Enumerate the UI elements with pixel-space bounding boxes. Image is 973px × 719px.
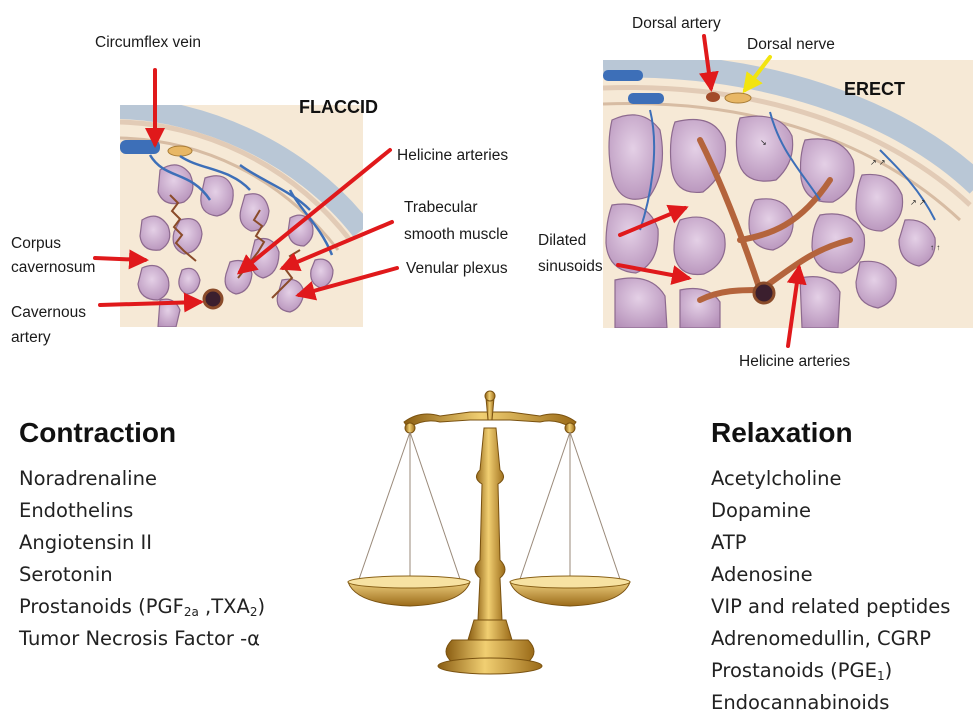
svg-text:↗ ↗: ↗ ↗	[910, 198, 926, 207]
state-label-flaccid: FLACCID	[299, 97, 378, 118]
contraction-item: Serotonin	[19, 559, 265, 591]
contraction-list: Noradrenaline Endothelins Angiotensin II…	[19, 463, 265, 655]
svg-text:↘: ↘	[760, 138, 767, 147]
label-circumflex-vein: Circumflex vein	[95, 33, 201, 52]
label-dorsal-artery: Dorsal artery	[632, 14, 721, 33]
relaxation-item: Adrenomedullin, CGRP	[711, 623, 950, 655]
label-cavernous-line1: Cavernous	[11, 303, 86, 322]
relaxation-item: Adenosine	[711, 559, 950, 591]
label-dorsal-nerve: Dorsal nerve	[747, 35, 835, 54]
label-dilated-line1: Dilated	[538, 231, 586, 250]
label-venular-plexus: Venular plexus	[406, 259, 508, 278]
prostanoids-middle: ,TXA	[199, 595, 250, 618]
prostanoids-pge-sub: 1	[877, 669, 885, 683]
contraction-item: Noradrenaline	[19, 463, 265, 495]
prostanoids-suffix: )	[257, 595, 265, 618]
relaxation-heading: Relaxation	[711, 417, 853, 449]
label-corpus-line2: cavernosum	[11, 258, 95, 277]
prostanoids-pge-prefix: Prostanoids (PGE	[711, 659, 877, 682]
label-trabecular-line2: smooth muscle	[404, 225, 508, 244]
relaxation-item: Dopamine	[711, 495, 950, 527]
prostanoids-prefix: Prostanoids (PGF	[19, 595, 184, 618]
flaccid-cross-section	[120, 105, 370, 330]
label-cavernous-line2: artery	[11, 328, 51, 347]
balance-scale-icon	[348, 391, 630, 674]
contraction-heading: Contraction	[19, 417, 176, 449]
contraction-item-prostanoids: Prostanoids (PGF2a ,TXA2)	[19, 591, 265, 623]
svg-text:↗ ↗: ↗ ↗	[870, 158, 886, 167]
contraction-item-tnf: Tumor Necrosis Factor -α	[19, 623, 265, 655]
relaxation-item-last: Endocannabinoids	[711, 687, 950, 719]
relaxation-item: Acetylcholine	[711, 463, 950, 495]
prostanoids-pge-suffix: )	[885, 659, 893, 682]
erect-cross-section: ↗ ↗ ↗ ↗ ↑ ↑ ↘	[603, 60, 973, 330]
relaxation-item-prostanoids: Prostanoids (PGE1)	[711, 655, 950, 687]
arrow-corpus-cavernosum	[95, 258, 145, 260]
label-helicine-arteries-flaccid: Helicine arteries	[397, 146, 508, 165]
svg-text:↑ ↑: ↑ ↑	[930, 243, 940, 252]
relaxation-item: VIP and related peptides	[711, 591, 950, 623]
contraction-item: Endothelins	[19, 495, 265, 527]
label-dilated-line2: sinusoids	[538, 257, 603, 276]
relaxation-list: Acetylcholine Dopamine ATP Adenosine VIP…	[711, 463, 950, 719]
label-trabecular-line1: Trabecular	[404, 198, 478, 217]
label-helicine-arteries-erect: Helicine arteries	[739, 352, 850, 371]
label-corpus-line1: Corpus	[11, 234, 61, 253]
state-label-erect: ERECT	[844, 79, 905, 100]
relaxation-item: ATP	[711, 527, 950, 559]
contraction-item: Angiotensin II	[19, 527, 265, 559]
prostanoids-sub-2a: 2a	[184, 605, 199, 619]
